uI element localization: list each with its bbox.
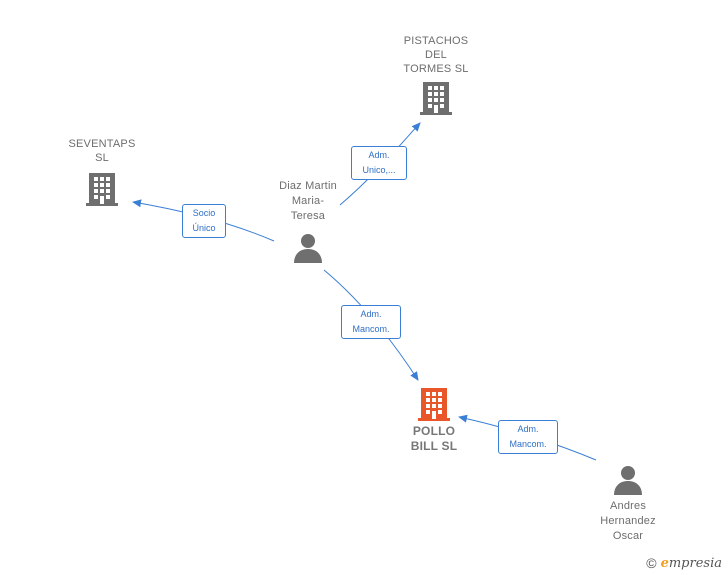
main-company-name-label: POLLO BILL SL xyxy=(410,424,458,453)
building-icon xyxy=(86,173,118,206)
company-name-label: PISTACHOS DEL TORMES SL xyxy=(403,35,469,75)
node-andres-hernandez-oscar[interactable]: Andres Hernandez Oscar xyxy=(578,464,678,544)
node-pistachos-del-tormes[interactable]: PISTACHOS DEL TORMES SL xyxy=(386,34,486,116)
company-name-label: SEVENTAPS SL xyxy=(68,138,136,164)
edge-label-diaz-pollo[interactable]: Adm. Mancom. xyxy=(341,305,401,339)
copyright-symbol: © xyxy=(646,555,657,571)
person-name-label: Diaz Martin Maria- Teresa xyxy=(279,180,337,222)
edge-label-diaz-pistachos[interactable]: Adm. Unico,... xyxy=(351,146,407,180)
building-icon xyxy=(418,388,450,421)
footer-brand: © empresia xyxy=(646,555,722,571)
node-seventaps[interactable]: SEVENTAPS SL xyxy=(52,137,152,207)
edge-label-diaz-seventaps[interactable]: Socio Único xyxy=(182,204,226,238)
person-icon xyxy=(294,234,322,263)
building-icon xyxy=(420,82,452,115)
person-icon xyxy=(614,466,642,495)
node-pollo-bill[interactable]: POLLO BILL SL xyxy=(384,386,484,454)
empresia-logo: empresia xyxy=(660,555,722,571)
person-name-label: Andres Hernandez Oscar xyxy=(600,500,656,542)
node-diaz-martin-maria-teresa[interactable]: Diaz Martin Maria- Teresa xyxy=(258,179,358,264)
edge-label-andres-pollo[interactable]: Adm. Mancom. xyxy=(498,420,558,454)
